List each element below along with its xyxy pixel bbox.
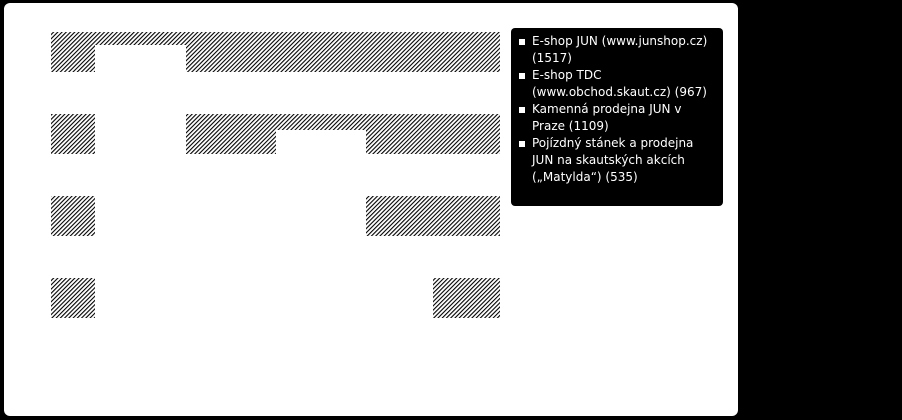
legend-label: Kamenná prodejna JUN v Praze (1109) [532, 102, 682, 133]
legend-item: Pojízdný stánek a prodejna JUN na skauts… [519, 135, 717, 186]
chart-cell [51, 32, 95, 72]
chart-cell [186, 114, 276, 154]
chart-cell [51, 196, 95, 236]
chart-cell [186, 32, 276, 72]
legend-label: E-shop TDC (www.obchod.skaut.cz) (967) [532, 68, 707, 99]
legend-item: Kamenná prodejna JUN v Praze (1109) [519, 101, 717, 135]
chart-cell [433, 278, 500, 318]
chart-cell-strip [276, 114, 366, 130]
chart-cell [366, 32, 500, 72]
legend-label: E-shop JUN (www.junshop.cz) (1517) [532, 34, 708, 65]
chart-cell [51, 278, 95, 318]
chart-cell-strip [95, 32, 186, 45]
legend-swatch [519, 141, 525, 147]
legend-item: E-shop TDC (www.obchod.skaut.cz) (967) [519, 67, 717, 101]
legend-swatch [519, 39, 525, 45]
chart-legend: E-shop JUN (www.junshop.cz) (1517) E-sho… [511, 28, 723, 206]
legend-label: Pojízdný stánek a prodejna JUN na skauts… [532, 136, 694, 184]
chart-cell [366, 114, 500, 154]
chart-cell [366, 196, 500, 236]
legend-swatch [519, 73, 525, 79]
legend-item: E-shop JUN (www.junshop.cz) (1517) [519, 33, 717, 67]
chart-cell [276, 32, 366, 72]
legend-swatch [519, 107, 525, 113]
chart-cell [51, 114, 95, 154]
